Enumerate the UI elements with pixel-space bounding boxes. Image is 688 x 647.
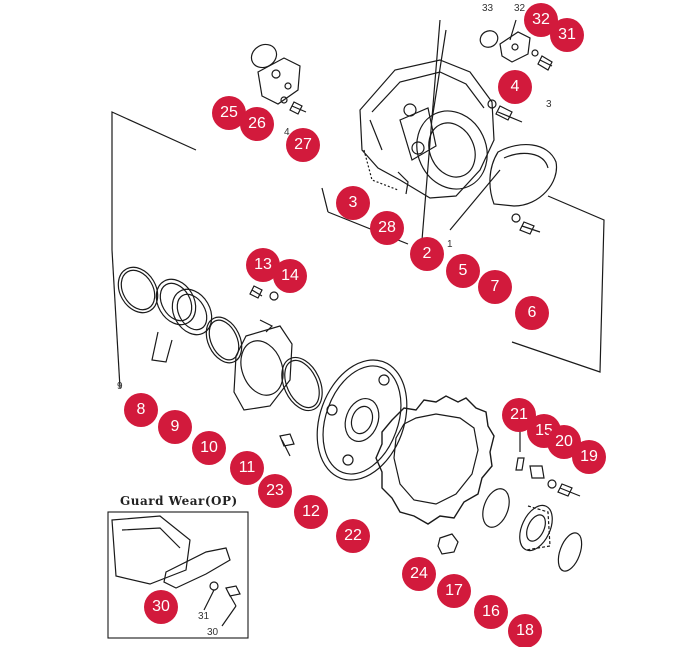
seal-8b: [171, 288, 213, 336]
sprocket-22: [375, 395, 495, 525]
callout-26[interactable]: 26: [240, 107, 274, 141]
callout-9[interactable]: 9: [158, 410, 192, 444]
o-ring-18: [557, 532, 583, 572]
callout-8[interactable]: 8: [124, 393, 158, 427]
callout-2[interactable]: 2: [410, 237, 444, 271]
label-33: 33: [482, 3, 494, 14]
bolt-23: [279, 433, 295, 457]
washer-20: [547, 479, 557, 489]
o-ring-9: [117, 266, 159, 314]
callout-11[interactable]: 11: [230, 451, 264, 485]
seal-holder-10: [233, 325, 293, 411]
callout-10[interactable]: 10: [192, 431, 226, 465]
washer-31: [209, 581, 219, 591]
cover-plate-32: [499, 31, 531, 63]
label-3: 3: [546, 99, 552, 110]
callout-4[interactable]: 4: [498, 70, 532, 104]
o-ring-33: [479, 30, 499, 48]
nut-24: [437, 533, 459, 555]
label-30: 30: [207, 627, 219, 638]
callout-14[interactable]: 14: [273, 259, 307, 293]
bolt-13: [249, 285, 263, 299]
callout-12[interactable]: 12: [294, 495, 328, 529]
label-32: 32: [514, 3, 526, 14]
callout-24[interactable]: 24: [402, 557, 436, 591]
label-31: 31: [198, 611, 210, 622]
o-ring-17: [482, 488, 510, 528]
callout-31[interactable]: 31: [550, 18, 584, 52]
hub-12: [316, 359, 408, 481]
plate-26: [257, 57, 301, 105]
o-ring-25: [250, 43, 278, 69]
bolt-31: [537, 55, 553, 71]
washer-14: [269, 291, 279, 301]
label-4: 4: [284, 127, 290, 138]
callout-22[interactable]: 22: [336, 519, 370, 553]
callout-16[interactable]: 16: [474, 595, 508, 629]
callout-7[interactable]: 7: [478, 270, 512, 304]
bolt-3: [495, 105, 523, 123]
seal-8a: [155, 278, 197, 326]
callout-27[interactable]: 27: [286, 128, 320, 162]
callout-19[interactable]: 19: [572, 440, 606, 474]
callout-6[interactable]: 6: [515, 296, 549, 330]
callout-5[interactable]: 5: [446, 254, 480, 288]
callout-28[interactable]: 28: [370, 211, 404, 245]
bolt-30-inset: [225, 585, 241, 607]
washer-7: [511, 213, 521, 223]
callout-18[interactable]: 18: [508, 614, 542, 647]
guard-wear-inset: [107, 511, 249, 639]
block-15: [529, 465, 545, 479]
pin-21: [515, 457, 525, 471]
guard-30: [163, 547, 231, 589]
label-1: 1: [447, 239, 453, 250]
o-ring-11: [281, 356, 323, 412]
callout-17[interactable]: 17: [437, 574, 471, 608]
inset-title: Guard Wear(OP): [120, 494, 238, 508]
callout-30[interactable]: 30: [144, 590, 178, 624]
callout-3[interactable]: 3: [336, 186, 370, 220]
bolt-6: [519, 221, 541, 235]
callout-25[interactable]: 25: [212, 96, 246, 130]
callout-23[interactable]: 23: [258, 474, 292, 508]
bolt-27: [289, 101, 307, 115]
o-ring-9b: [205, 316, 243, 364]
motor-housing: [359, 59, 495, 199]
label-9: 9: [117, 381, 123, 392]
bolt-19: [557, 483, 581, 497]
gear-16: [519, 504, 553, 552]
